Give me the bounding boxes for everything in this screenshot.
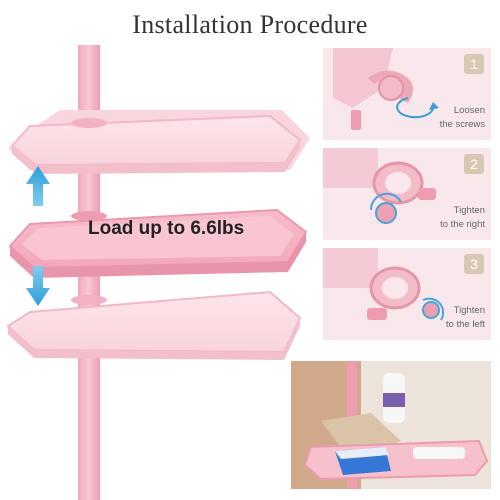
step-1-clamp-illustration bbox=[323, 48, 491, 140]
step-3-line1: Tighten bbox=[453, 305, 485, 316]
step-2-line1: Tighten bbox=[453, 205, 485, 216]
step-3-clamp-illustration bbox=[323, 248, 491, 340]
step-badge-3: 3 bbox=[464, 254, 484, 274]
middle-tray bbox=[8, 208, 308, 278]
page-title: Installation Procedure bbox=[132, 10, 368, 39]
step-2-clamp-illustration bbox=[323, 148, 491, 240]
step-3-line2: to the left bbox=[445, 319, 485, 330]
top-tray bbox=[8, 110, 310, 174]
step-card-2: 2 Tighten to the right bbox=[323, 148, 491, 240]
step-caption-1: Loosen the screws bbox=[415, 104, 485, 132]
step-2-line2: to the right bbox=[440, 219, 485, 230]
load-capacity-label: Load up to 6.6lbs bbox=[88, 218, 245, 239]
step-badge-1: 1 bbox=[464, 54, 484, 74]
step-card-3: 3 Tighten to the left bbox=[323, 248, 491, 340]
up-arrow-icon bbox=[26, 166, 50, 206]
bottom-tray bbox=[6, 290, 302, 360]
step-card-1: 1 Loosen the screws bbox=[323, 48, 491, 140]
step-badge-2: 2 bbox=[464, 154, 484, 174]
step-caption-3: Tighten to the left bbox=[415, 304, 485, 332]
step-1-line2: the screws bbox=[439, 119, 485, 130]
step-1-line1: Loosen bbox=[453, 105, 485, 116]
product-photo bbox=[291, 361, 491, 489]
down-arrow-icon bbox=[26, 266, 50, 306]
step-caption-2: Tighten to the right bbox=[415, 204, 485, 232]
